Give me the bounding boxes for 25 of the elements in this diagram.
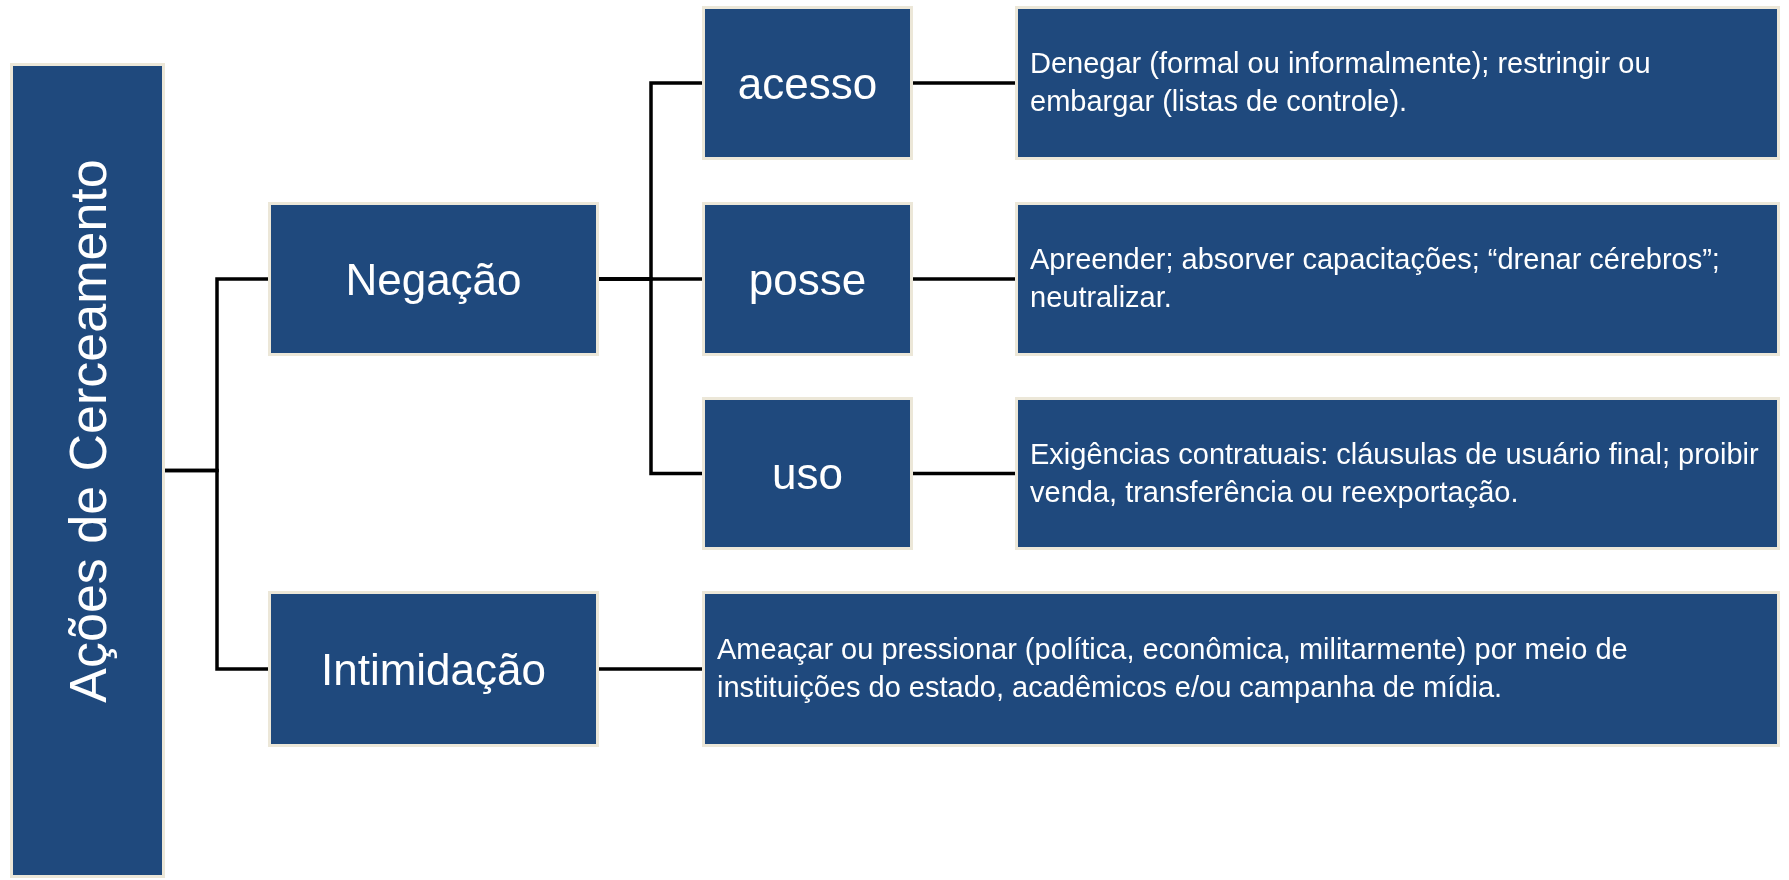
description-text: Apreender; absorver capacitações; “drenar cérebros”; neutralizar. xyxy=(1030,242,1721,315)
category-label: Negação xyxy=(345,253,522,306)
category-box xyxy=(268,591,599,747)
category-box xyxy=(702,397,913,550)
category-label: uso xyxy=(772,448,843,500)
category-box xyxy=(10,63,165,878)
description-box xyxy=(1015,397,1780,550)
description-text: Exigências contratuais: cláusulas de usuário final; proibir venda, transferência ou reexportação. xyxy=(1030,436,1760,510)
description-box xyxy=(702,591,1780,747)
description-text: Denegar (formal ou informalmente); restringir ou embargar (listas de controle). xyxy=(1030,46,1652,119)
connector-line xyxy=(165,468,268,671)
connector-line xyxy=(913,471,1015,476)
category-label: acesso xyxy=(737,57,878,110)
category-box xyxy=(268,202,599,356)
connector-line xyxy=(599,277,702,476)
category-label: Intimidação xyxy=(321,643,546,696)
connector-line xyxy=(913,81,1015,85)
category-box xyxy=(702,6,913,160)
connector-line xyxy=(913,277,1015,281)
description-box xyxy=(1015,202,1780,356)
category-label: posse xyxy=(748,253,867,306)
description-box xyxy=(1015,6,1780,160)
description-text: Ameaçar ou pressionar (política, econômica, militarmente) por meio de instituições do estado, acadêmicos e/ou campanha de mídia. xyxy=(717,632,1629,705)
connector-line xyxy=(599,667,702,671)
category-box xyxy=(702,202,913,356)
